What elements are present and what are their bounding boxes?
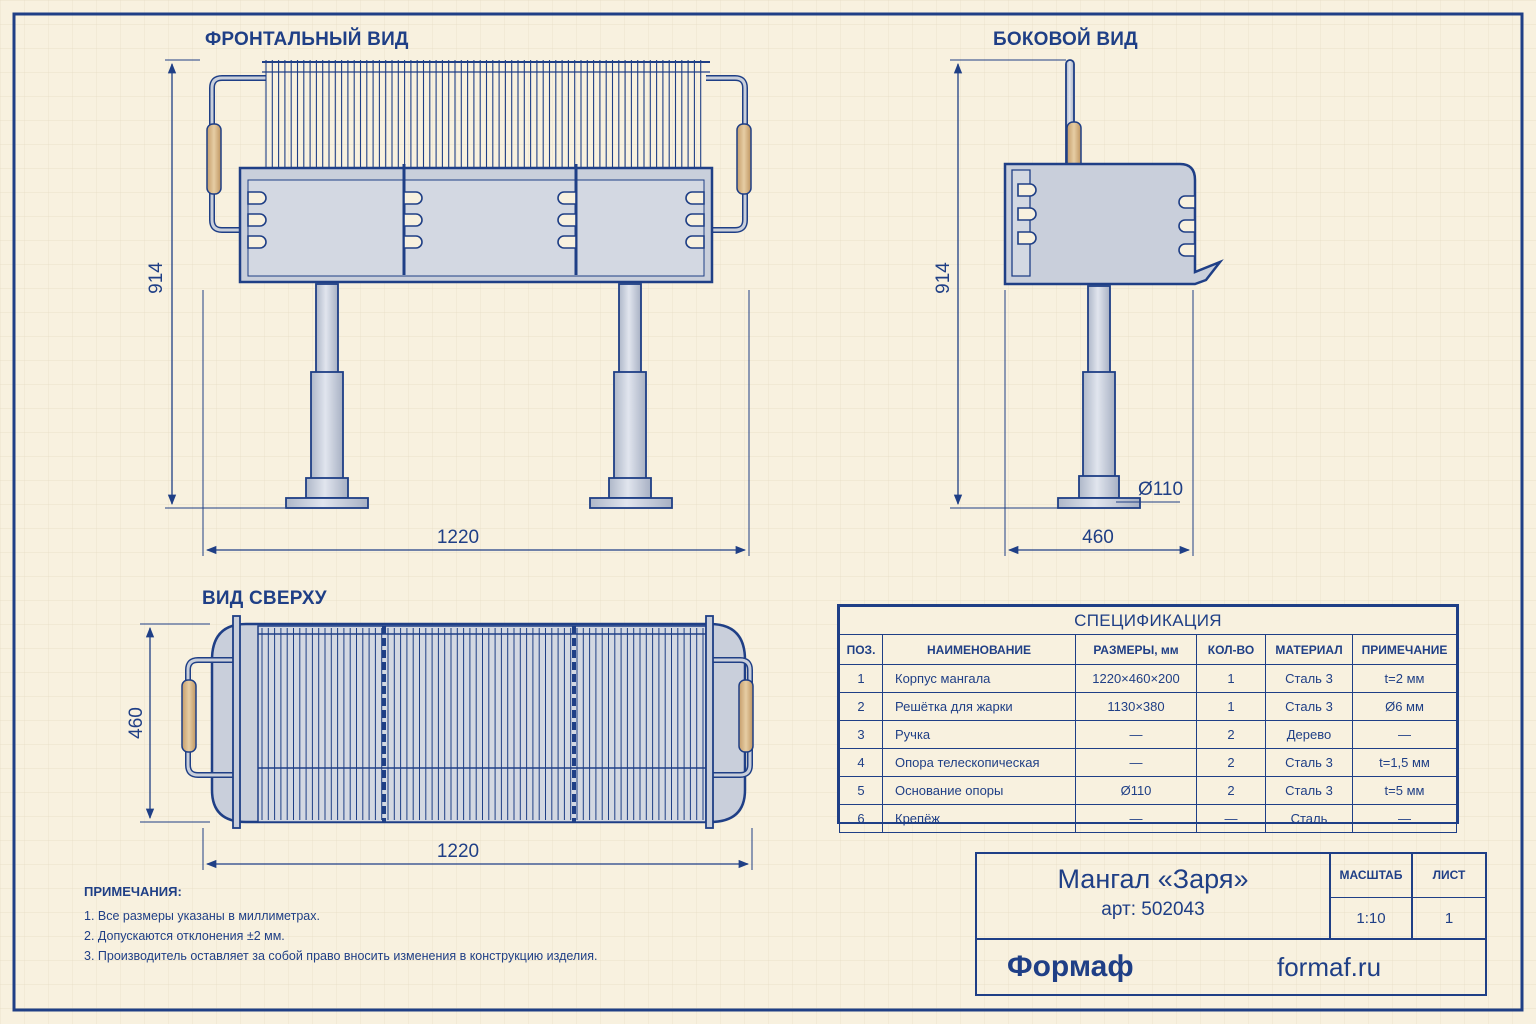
spec-caption: СПЕЦИФИКАЦИЯ <box>839 606 1457 635</box>
front-view: ФРОНТАЛЬНЫЙ ВИД <box>146 28 752 556</box>
spec-cell: Сталь 3 <box>1265 776 1353 805</box>
spec-cell: 1 <box>1196 664 1266 693</box>
spec-cell: 2 <box>1196 720 1266 749</box>
product-name: Мангал «Заря» <box>1057 864 1249 894</box>
spec-cell: 2 <box>1196 748 1266 777</box>
left-handle-icon <box>206 123 222 195</box>
side-view-title: БОКОВОЙ ВИД <box>993 28 1138 50</box>
spec-cell: — <box>1075 720 1197 749</box>
front-legs <box>285 283 673 509</box>
front-height-dim: 914 <box>146 262 167 294</box>
spec-cell: Корпус мангала <box>882 664 1076 693</box>
spec-cell: 2 <box>839 692 883 721</box>
top-grill-grate <box>261 628 704 820</box>
spec-header-cell: НАИМЕНОВАНИЕ <box>882 634 1076 665</box>
spec-cell: 1130×380 <box>1075 692 1197 721</box>
spec-cell: t=5 мм <box>1352 776 1457 805</box>
diameter-dim: Ø110 <box>1138 479 1183 500</box>
scale-label: МАСШТАБ <box>1331 854 1411 898</box>
scale-value: 1:10 <box>1356 910 1386 927</box>
scale-cell: МАСШТАБ 1:10 <box>1331 854 1413 940</box>
top-width-dim: 1220 <box>437 841 479 862</box>
spec-cell: — <box>1196 804 1266 833</box>
spec-cell: Сталь 3 <box>1265 664 1353 693</box>
spec-cell: Дерево <box>1265 720 1353 749</box>
spec-cell: 5 <box>839 776 883 805</box>
article-number: арт: 502043 <box>1101 899 1205 920</box>
spec-cell: — <box>1352 720 1457 749</box>
top-view-title: ВИД СВЕРХУ <box>202 588 327 609</box>
spec-cell: 1220×460×200 <box>1075 664 1197 693</box>
note-item: 3. Производитель оставляет за собой прав… <box>84 949 598 963</box>
side-view: БОКОВОЙ ВИД 914 460 Ø110 <box>933 28 1224 556</box>
spec-cell: 6 <box>839 804 883 833</box>
product-cell: Мангал «Заря» арт: 502043 <box>977 854 1331 940</box>
brand-site-link[interactable]: formaf.ru <box>1277 952 1382 982</box>
title-block: Мангал «Заря» арт: 502043 МАСШТАБ 1:10 Л… <box>975 852 1487 996</box>
spec-header-cell: ПРИМЕЧАНИЕ <box>1352 634 1457 665</box>
spec-cell: 1 <box>839 664 883 693</box>
spec-cell: 2 <box>1196 776 1266 805</box>
spec-cell: Ø110 <box>1075 776 1197 805</box>
spec-header-cell: МАТЕРИАЛ <box>1265 634 1353 665</box>
sheet-label: ЛИСТ <box>1413 854 1485 898</box>
spec-cell: Опора телескопическая <box>882 748 1076 777</box>
spec-cell: Ø6 мм <box>1352 692 1457 721</box>
side-height-dim: 914 <box>933 262 954 294</box>
top-depth-dim: 460 <box>126 707 147 739</box>
spec-cell: Решётка для жарки <box>882 692 1076 721</box>
note-item: 1. Все размеры указаны в миллиметрах. <box>84 909 320 923</box>
side-body <box>1003 162 1224 286</box>
note-item: 2. Допускаются отклонения ±2 мм. <box>84 929 285 943</box>
spec-cell: Сталь <box>1265 804 1353 833</box>
front-width-dim: 1220 <box>437 527 479 548</box>
spec-cell: Основание опоры <box>882 776 1076 805</box>
spec-cell: — <box>1352 804 1457 833</box>
brand-logo: Формаф <box>1007 950 1134 983</box>
spec-cell: t=2 мм <box>1352 664 1457 693</box>
sheet-border <box>12 12 1524 1012</box>
sheet-value: 1 <box>1444 910 1454 927</box>
spec-cell: Крепёж <box>882 804 1076 833</box>
spec-cell: Ручка <box>882 720 1076 749</box>
spec-cell: Сталь 3 <box>1265 748 1353 777</box>
grill-grate <box>265 60 702 180</box>
spec-cell: Сталь 3 <box>1265 692 1353 721</box>
spec-header-cell: РАЗМЕРЫ, мм <box>1075 634 1197 665</box>
notes-heading: ПРИМЕЧАНИЯ: <box>84 884 182 899</box>
spec-cell: 4 <box>839 748 883 777</box>
spec-cell: 3 <box>839 720 883 749</box>
right-handle-icon <box>736 123 752 195</box>
spec-cell: t=1,5 мм <box>1352 748 1457 777</box>
front-view-title: ФРОНТАЛЬНЫЙ ВИД <box>205 28 409 50</box>
spec-header-cell: ПОЗ. <box>839 634 883 665</box>
spec-cell: 1 <box>1196 692 1266 721</box>
top-view: ВИД СВЕРХУ 460 1220 <box>126 588 754 870</box>
sheet-cell: ЛИСТ 1 <box>1413 854 1485 940</box>
spec-header-cell: КОЛ-ВО <box>1196 634 1266 665</box>
spec-cell: — <box>1075 804 1197 833</box>
notes-block: ПРИМЕЧАНИЯ: 1. Все размеры указаны в мил… <box>84 884 764 969</box>
side-width-dim: 460 <box>1082 527 1114 548</box>
spec-cell: — <box>1075 748 1197 777</box>
